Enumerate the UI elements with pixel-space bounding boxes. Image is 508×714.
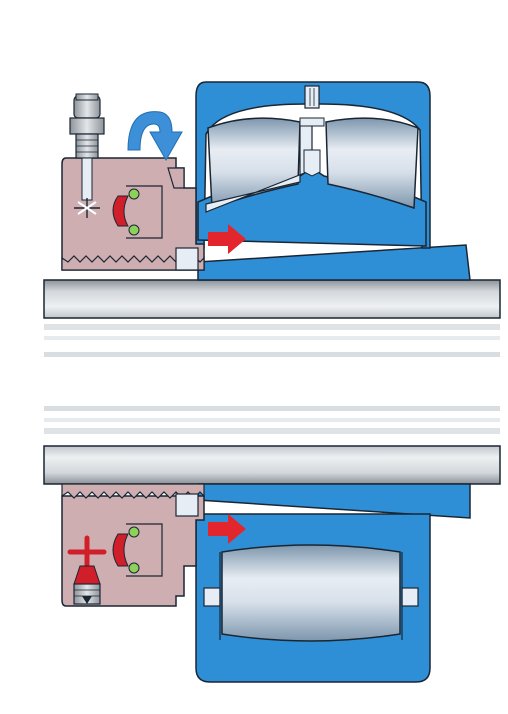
roller-lower bbox=[221, 544, 401, 642]
shaft-bottom-surface bbox=[43, 445, 501, 485]
cage-spacer bbox=[299, 117, 325, 127]
guide-ring-upper bbox=[303, 149, 321, 177]
o-ring-lower-bottom bbox=[128, 562, 140, 574]
o-ring-lower-top bbox=[128, 526, 140, 538]
shaft-top-surface bbox=[43, 279, 501, 319]
shaft bbox=[43, 279, 501, 485]
shaft-band bbox=[44, 406, 500, 411]
o-ring-upper-top bbox=[128, 188, 140, 200]
adapter-sleeve-lower bbox=[197, 483, 471, 519]
grease-nipple-icon bbox=[69, 93, 105, 218]
curved-rotate-arrow-icon bbox=[127, 111, 183, 162]
roller-right-upper bbox=[325, 117, 419, 210]
lubrication-hole bbox=[304, 85, 320, 109]
shaft-band bbox=[44, 418, 500, 422]
adapter-sleeve-upper bbox=[197, 244, 471, 281]
o-ring-upper-bottom bbox=[128, 224, 140, 236]
shaft-band bbox=[44, 336, 500, 340]
pressure-valve-icon bbox=[67, 535, 107, 605]
cage-window-left bbox=[203, 587, 221, 607]
shaft-band bbox=[44, 324, 500, 330]
thread-cap-upper bbox=[175, 247, 199, 271]
push-arrow-lower-icon bbox=[208, 514, 246, 544]
nut-piston-upper bbox=[167, 167, 185, 189]
cage-window-right bbox=[401, 587, 419, 607]
thread-cap-lower bbox=[175, 493, 199, 517]
seal-ring-upper bbox=[112, 195, 129, 227]
bearing-outer-ring-upper bbox=[195, 81, 431, 249]
seal-ring-lower bbox=[112, 533, 129, 567]
push-arrow-upper-icon bbox=[208, 224, 246, 254]
shaft-band bbox=[44, 352, 500, 357]
shaft-band bbox=[44, 428, 500, 434]
